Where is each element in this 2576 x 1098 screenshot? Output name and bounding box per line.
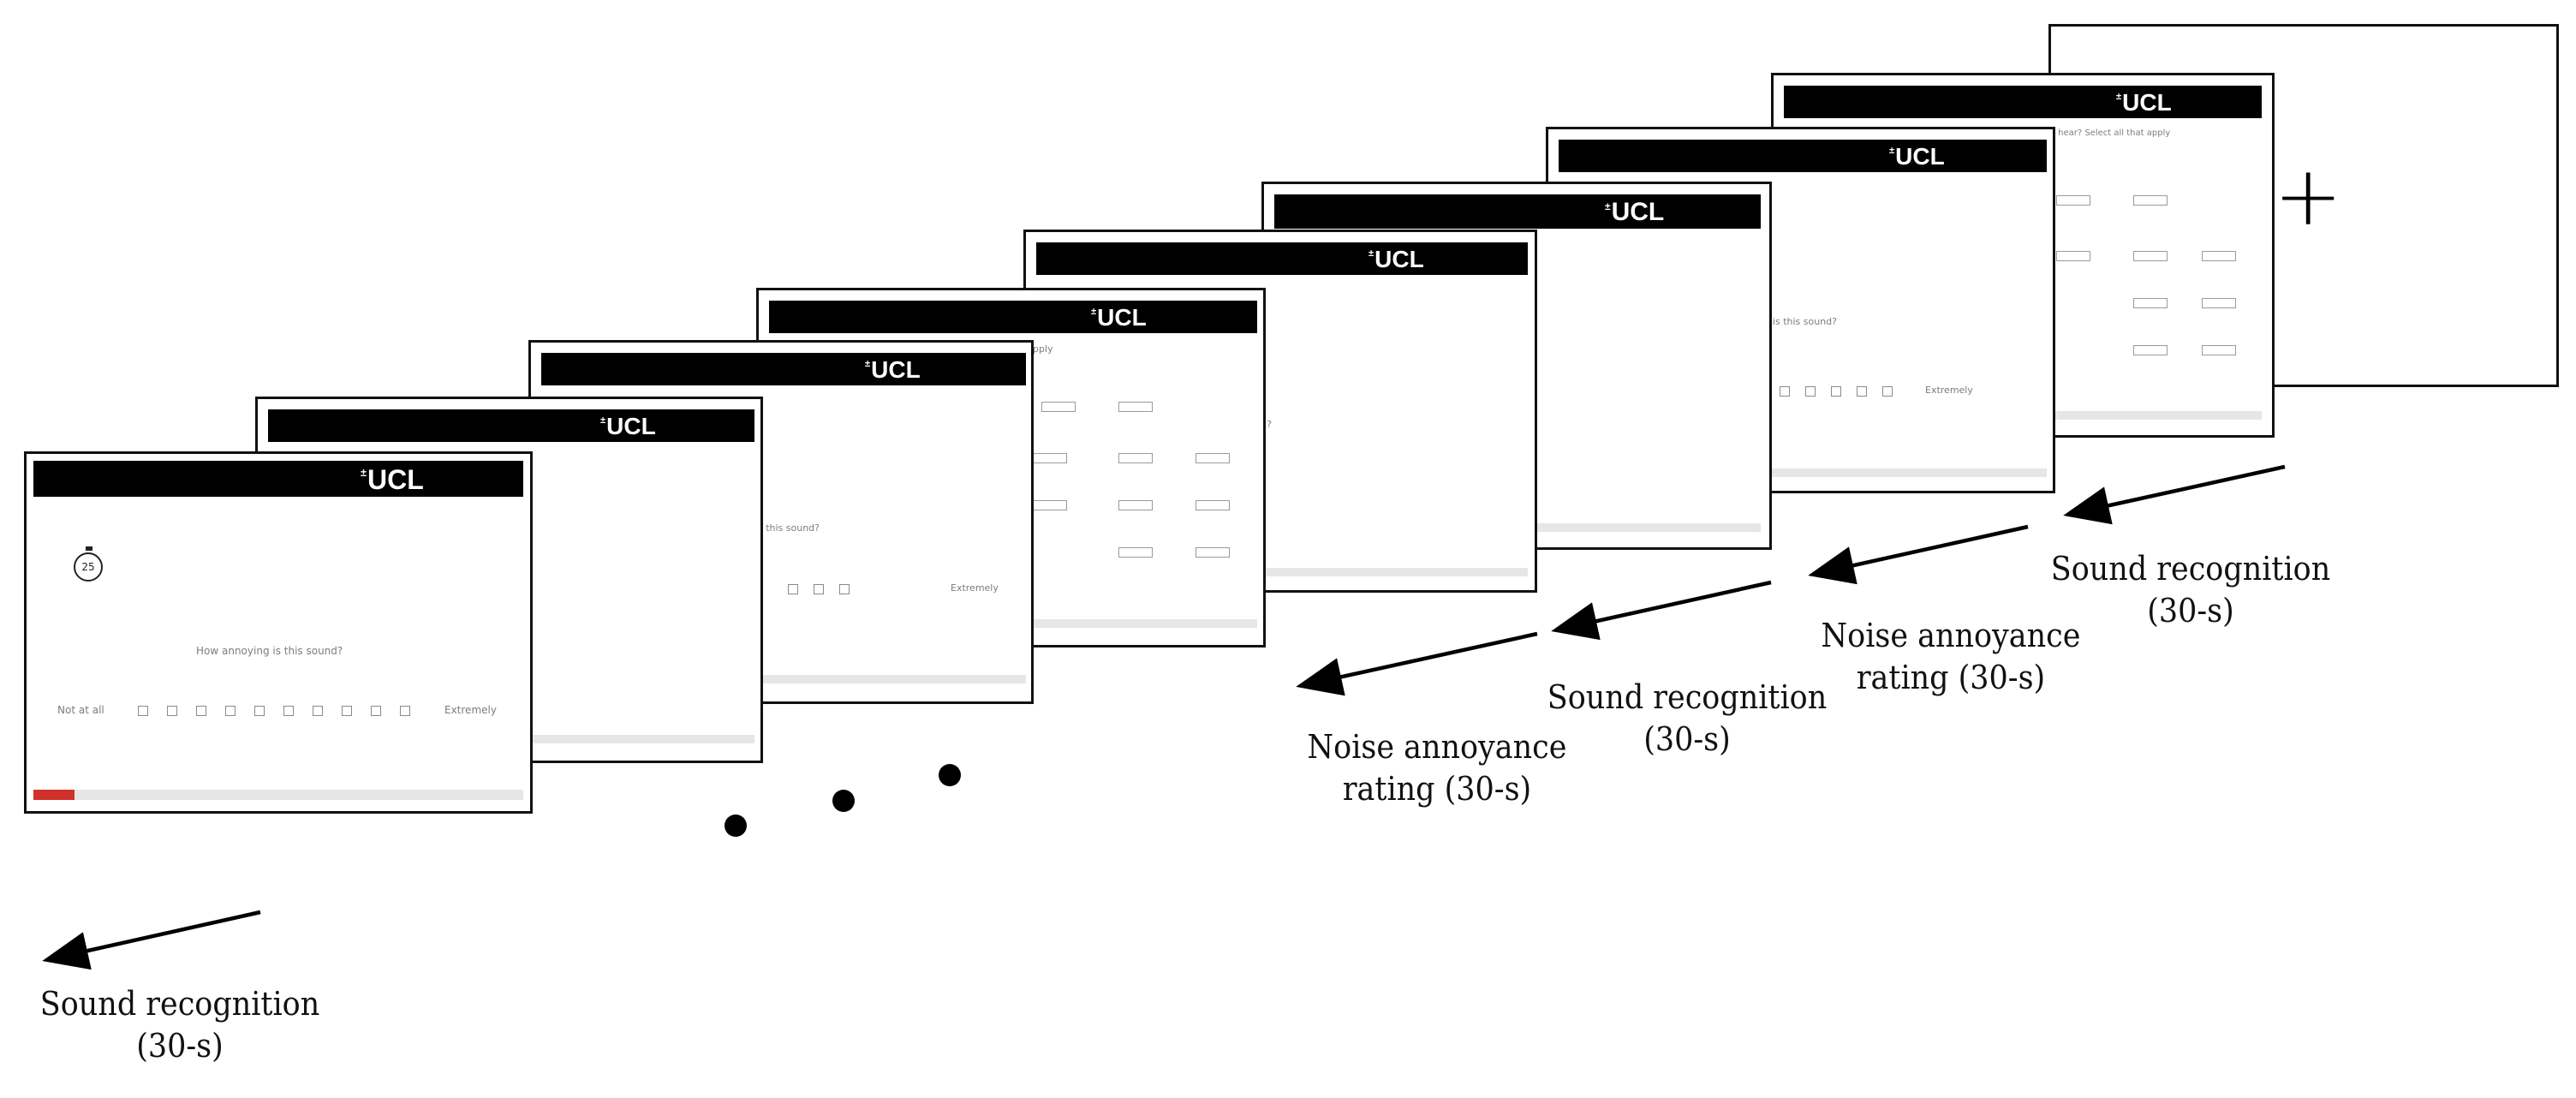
sound-option xyxy=(2202,298,2236,308)
rating-option xyxy=(839,584,850,594)
progress-track xyxy=(1559,468,2047,477)
ucl-logo: ±UCL xyxy=(1605,198,1665,226)
rating-option xyxy=(196,706,206,716)
arrow-stage-1 xyxy=(2063,464,2286,525)
sound-option xyxy=(1196,547,1230,558)
ucl-logo: ±UCL xyxy=(1091,304,1147,331)
stage-label-line: (30-s) xyxy=(2147,592,2234,630)
ucl-header-bar xyxy=(769,301,1257,333)
timer-icon: 25 xyxy=(74,546,103,582)
continuation-dot xyxy=(724,815,747,837)
rating-option xyxy=(283,706,294,716)
stage-label-3: Sound recognition (30-s) xyxy=(1522,677,1852,761)
rating-option xyxy=(1857,386,1867,397)
rating-screen-1: ±UCL 25 How annoying is this sound? Not … xyxy=(24,451,533,814)
ucl-logo: ±UCL xyxy=(1889,143,1945,170)
stage-label-line: rating (30-s) xyxy=(1856,659,2046,697)
stage-label-1: Sound recognition (30-s) xyxy=(2025,548,2356,633)
sound-option xyxy=(2056,195,2090,206)
ucl-header-bar xyxy=(1784,86,2262,118)
sound-option xyxy=(2202,345,2236,355)
ucl-logo: ±UCL xyxy=(361,464,424,495)
rating-option xyxy=(1780,386,1790,397)
rating-left-anchor: Not at all xyxy=(57,704,104,716)
rating-right-anchor: Extremely xyxy=(1925,385,1973,396)
ucl-header-bar xyxy=(1559,140,2047,172)
ucl-header-bar xyxy=(541,353,1026,385)
rating-option xyxy=(254,706,265,716)
progress-track xyxy=(33,790,523,800)
sound-option xyxy=(1118,547,1153,558)
sound-option xyxy=(1118,500,1153,510)
rating-option xyxy=(814,584,824,594)
sound-option xyxy=(2133,298,2168,308)
continuation-dot xyxy=(832,790,855,812)
rating-right-anchor: Extremely xyxy=(444,704,497,716)
stage-label-4: Noise annoyance rating (30-s) xyxy=(1279,726,1595,811)
sound-option xyxy=(2133,345,2168,355)
rating-option xyxy=(371,706,381,716)
rating-question: How annoying is this sound? xyxy=(196,645,343,657)
rating-option xyxy=(1831,386,1841,397)
ucl-header-bar xyxy=(1274,194,1761,229)
ucl-logo: ±UCL xyxy=(1368,246,1424,272)
rating-option xyxy=(342,706,352,716)
rating-option xyxy=(138,706,148,716)
sound-option xyxy=(1118,402,1153,412)
rating-option xyxy=(167,706,177,716)
rating-right-anchor: Extremely xyxy=(951,582,999,594)
progress-track xyxy=(1036,568,1528,576)
rating-option xyxy=(400,706,410,716)
sound-option xyxy=(2133,251,2168,261)
fixation-cross: + xyxy=(2274,148,2343,244)
sound-option xyxy=(1033,453,1067,463)
rating-option xyxy=(1882,386,1893,397)
ucl-header-bar xyxy=(1036,242,1528,275)
stage-label-line: Sound recognition xyxy=(1547,678,1828,716)
sound-option xyxy=(1196,453,1230,463)
rating-option xyxy=(313,706,323,716)
stage-label-line: (30-s) xyxy=(1643,720,1731,759)
ucl-header-bar xyxy=(33,461,523,497)
rating-option xyxy=(225,706,236,716)
sound-option xyxy=(2056,251,2090,261)
progress-track xyxy=(541,675,1026,683)
sound-option xyxy=(1033,500,1067,510)
recognition-question: What can you hear? Select all that apply xyxy=(1996,128,2171,138)
sound-option xyxy=(1118,453,1153,463)
arrow-stage-2 xyxy=(1808,524,2029,585)
stage-label-line: Sound recognition xyxy=(39,985,320,1023)
arrow-stage-4 xyxy=(1296,631,1538,696)
stage-label-5: Sound recognition (30-s) xyxy=(15,983,345,1068)
progress-fill xyxy=(33,790,75,800)
continuation-dot xyxy=(939,764,961,786)
ucl-header-bar xyxy=(268,409,754,442)
arrow-stage-5 xyxy=(42,910,261,970)
stage-label-2: Noise annoyance rating (30-s) xyxy=(1793,615,2108,700)
stage-label-line: rating (30-s) xyxy=(1342,770,1532,809)
arrow-stage-3 xyxy=(1551,580,1772,641)
sound-option xyxy=(2202,251,2236,261)
stage-label-line: Sound recognition xyxy=(2050,550,2331,588)
sound-option xyxy=(2133,195,2168,206)
stage-label-line: Noise annoyance xyxy=(1821,617,2081,654)
rating-option xyxy=(788,584,798,594)
ucl-logo: ±UCL xyxy=(2116,89,2172,116)
sound-option xyxy=(1196,500,1230,510)
ucl-logo: ±UCL xyxy=(865,356,921,383)
rating-option xyxy=(1805,386,1816,397)
stage-label-line: Noise annoyance xyxy=(1307,728,1567,766)
ucl-logo: ±UCL xyxy=(600,413,656,439)
stage-label-line: (30-s) xyxy=(136,1027,224,1065)
sound-option xyxy=(1041,402,1076,412)
